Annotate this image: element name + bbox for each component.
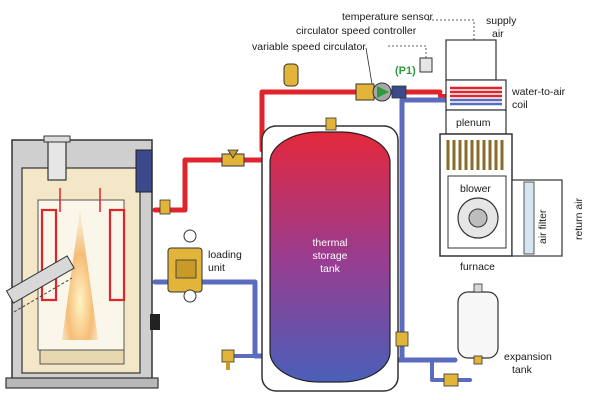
drain-valve	[221, 349, 235, 370]
boiler-door-handle	[150, 314, 160, 330]
tank-top-fitting	[325, 117, 337, 131]
supply-air-label-line-1: supply	[486, 15, 517, 27]
loading-unit-gauge-bottom	[183, 289, 197, 303]
circulator-speed-controller-box	[388, 45, 433, 73]
fill-valve	[443, 373, 459, 387]
air-vent-top	[283, 63, 299, 87]
furnace-label: furnace	[460, 261, 495, 273]
boiler-base	[5, 377, 159, 389]
supply-duct	[445, 39, 497, 81]
blower-hub	[468, 208, 488, 228]
loading-unit-label-line-1: loading	[208, 249, 242, 261]
loading-unit-label-line-2: unit	[208, 262, 225, 274]
blower-label: blower	[460, 183, 491, 195]
furnace-assembly: plenum blower air filter return air furn…	[439, 39, 585, 273]
heat-exchanger-left	[40, 208, 58, 302]
plenum-label: plenum	[456, 117, 491, 129]
tank-return-valve	[395, 331, 409, 347]
thermal-storage-tank: thermal storage tank	[261, 117, 399, 392]
air-filter	[523, 181, 535, 255]
air-separator-valve	[221, 149, 245, 167]
temperature-sensor-label: temperature sensor	[342, 11, 434, 23]
heat-exchanger-right	[108, 208, 126, 302]
tank-label-line-1: thermal	[312, 237, 347, 249]
coil-label: coil	[512, 99, 528, 111]
expansion-tank-label-line-2: tank	[512, 364, 533, 376]
supply-air-label-line-2: air	[492, 28, 504, 40]
water-to-air-coil	[450, 86, 502, 106]
variable-speed-circulator: (P1)	[355, 65, 416, 102]
water-to-air-label: water-to-air	[511, 86, 566, 98]
boiler-control-box	[135, 149, 153, 193]
circulator-speed-controller-label: circulator speed controller	[296, 25, 417, 37]
vsc-leader-line	[365, 47, 373, 85]
air-filter-duct	[511, 179, 563, 257]
loading-unit-assembly: loading unit	[167, 229, 242, 303]
plenum	[445, 109, 507, 135]
wood-gasification-boiler	[5, 135, 160, 389]
air-filter-label: air filter	[537, 209, 549, 244]
flue-path	[59, 188, 101, 212]
hot-pipe-coil-inlet	[438, 90, 448, 98]
chimney	[47, 139, 67, 181]
variable-speed-circulator-label: variable speed circulator	[252, 41, 366, 53]
cold-pipe-loading-unit-to-tank	[152, 279, 278, 359]
ash-pan	[39, 349, 125, 365]
return-air-label: return air	[573, 197, 585, 240]
expansion-tank: expansion tank	[457, 283, 552, 376]
furnace-heat-exchanger	[446, 140, 504, 170]
flame	[62, 210, 98, 340]
chimney-cap	[43, 135, 71, 143]
pump-id-label: (P1)	[395, 65, 416, 77]
loading-unit-gauge-top	[183, 229, 197, 243]
tank-label-line-3: tank	[320, 263, 341, 275]
boiler-relief-valve	[159, 199, 171, 215]
cold-pipe-coil-to-tank	[392, 97, 449, 363]
fuel-auger	[5, 255, 75, 313]
expansion-tank-label-line-1: expansion	[504, 351, 552, 363]
tank-label-line-2: storage	[312, 250, 347, 262]
